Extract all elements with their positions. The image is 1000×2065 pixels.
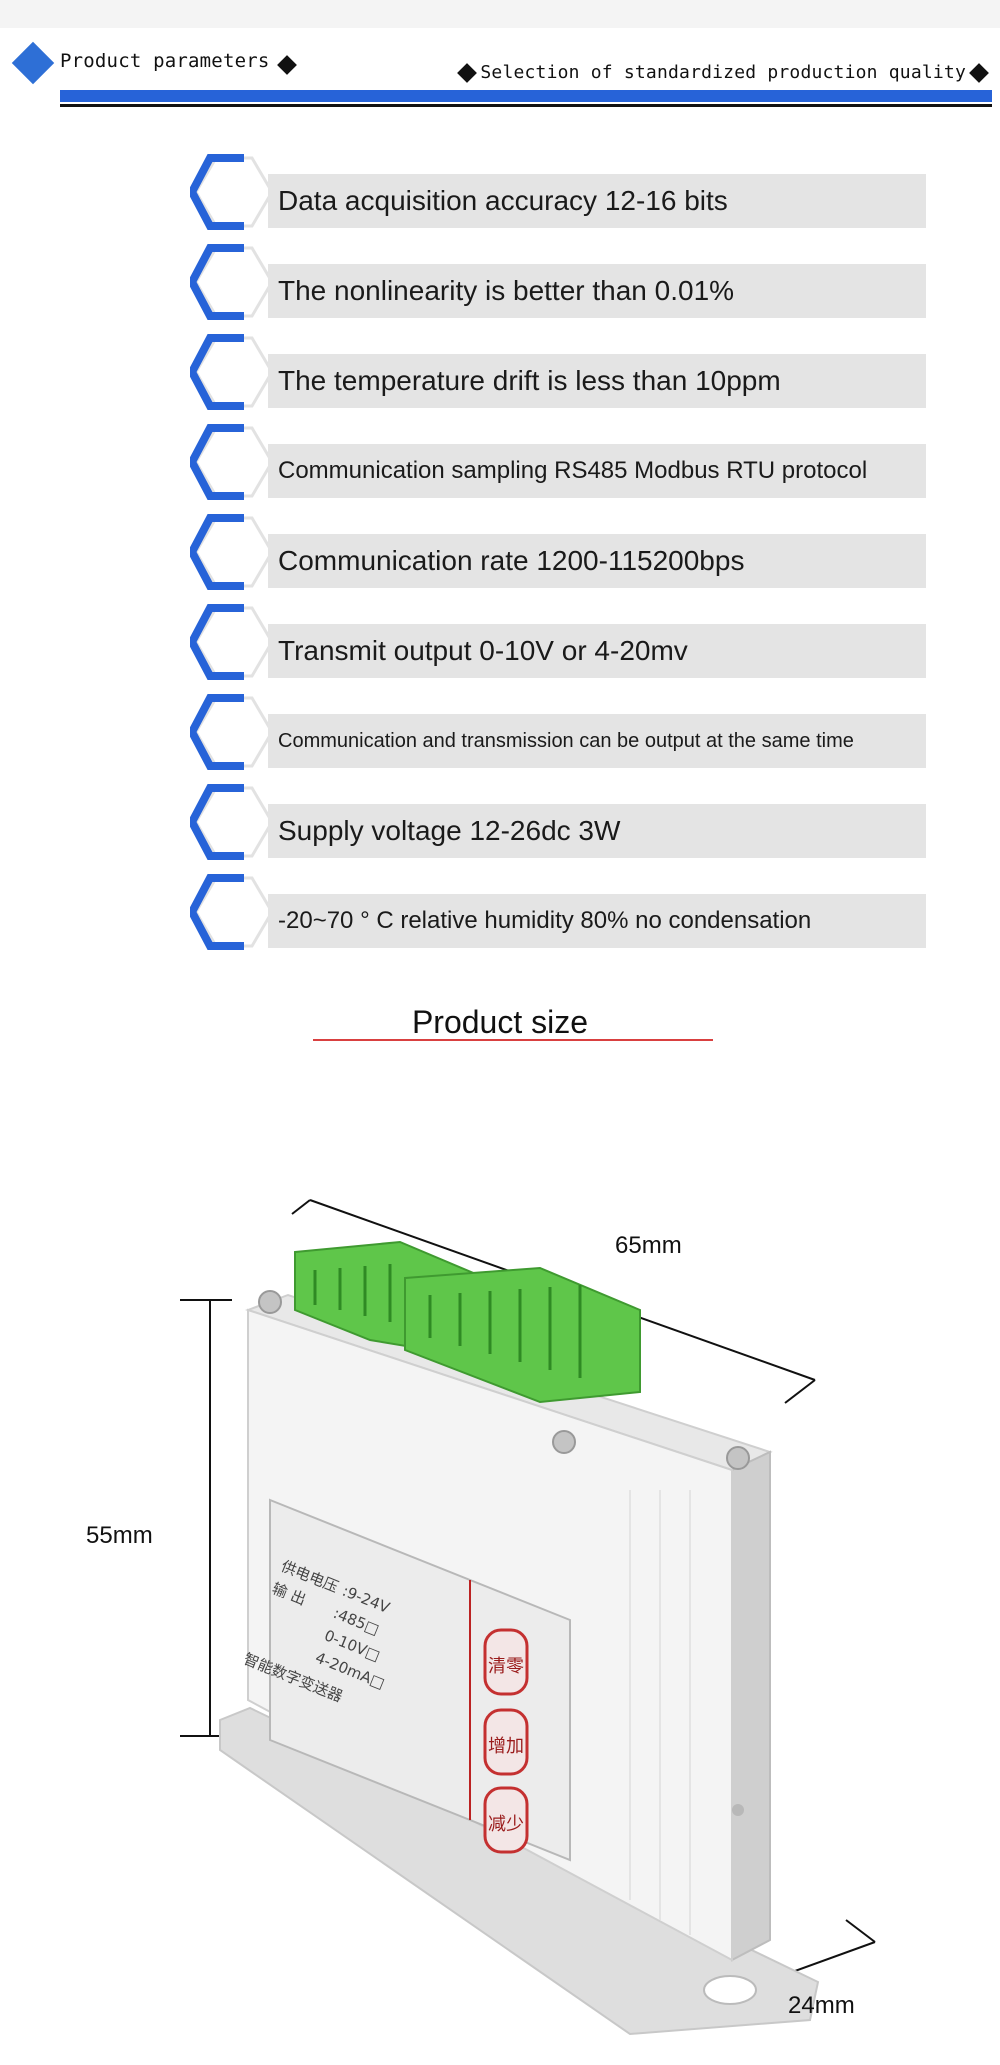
device-button-zero: 清零 [483,1628,529,1696]
height-dimension-label: 55mm [86,1522,153,1549]
black-diamond-icon [276,55,297,75]
parameter-text: Transmit output 0-10V or 4-20mv [278,635,688,666]
transmitter-drawing: 供电电压 :9-24V 输 出 :485□ 0-10V□ 4-20mA□ 智能数… [180,1199,876,2036]
hexagon-bullet-icon [190,424,274,500]
blue-diamond-icon [11,41,55,85]
parameter-bar: Transmit output 0-10V or 4-20mv [268,624,926,678]
parameter-item: Communication and transmission can be ou… [190,692,940,782]
parameter-text: The temperature drift is less than 10ppm [278,365,781,396]
hexagon-bullet-icon [190,694,274,770]
parameter-text: Communication rate 1200-115200bps [278,545,745,576]
parameter-bar: The nonlinearity is better than 0.01% [268,264,926,318]
parameter-bar: Supply voltage 12-26dc 3W [268,804,926,858]
parameter-item: The nonlinearity is better than 0.01% [190,242,940,332]
parameter-item: -20~70 ° C relative humidity 80% no cond… [190,872,940,962]
parameter-bar: The temperature drift is less than 10ppm [268,354,926,408]
parameter-item: Data acquisition accuracy 12-16 bits [190,152,940,242]
parameter-list: Data acquisition accuracy 12-16 bits The… [190,152,940,962]
device-button-add-label: 增加 [488,1736,524,1757]
hexagon-bullet-icon [190,514,274,590]
device-button-add: 增加 [483,1708,529,1776]
parameter-bar: Communication sampling RS485 Modbus RTU … [268,444,926,498]
hexagon-bullet-icon [190,784,274,860]
section-header-right: Selection of standardized production qua… [457,62,989,83]
product-size-title: Product size [411,1004,589,1040]
hexagon-bullet-icon [190,874,274,950]
parameter-bar: Communication and transmission can be ou… [268,714,926,768]
parameter-text: Communication and transmission can be ou… [278,729,854,752]
header-rule-black [60,104,992,107]
parameter-text: -20~70 ° C relative humidity 80% no cond… [278,907,812,934]
product-parameters-heading: Product parameters [60,50,270,72]
black-diamond-icon [457,62,478,83]
parameter-bar: Communication rate 1200-115200bps [268,534,926,588]
device-button-zero-label: 清零 [488,1656,524,1677]
section-header-left: Product parameters [10,41,297,85]
product-illustration: 供电电压 :9-24V 输 出 :485□ 0-10V□ 4-20mA□ 智能数… [70,1160,950,2060]
hexagon-bullet-icon [190,334,274,410]
device-button-sub-label: 减少 [488,1814,524,1835]
title-underline [313,1039,713,1041]
hexagon-bullet-icon [190,604,274,680]
parameter-bar: Data acquisition accuracy 12-16 bits [268,174,926,228]
parameter-text: Data acquisition accuracy 12-16 bits [278,185,728,216]
width-dimension-label: 65mm [615,1232,682,1259]
parameter-bar: -20~70 ° C relative humidity 80% no cond… [268,894,926,948]
quality-slogan: Selection of standardized production qua… [480,62,966,83]
parameter-item: Communication sampling RS485 Modbus RTU … [190,422,940,512]
parameter-item: Communication rate 1200-115200bps [190,512,940,602]
depth-dimension-label: 24mm [788,1992,855,2019]
parameter-text: Supply voltage 12-26dc 3W [278,815,621,846]
parameter-item: The temperature drift is less than 10ppm [190,332,940,422]
device-button-sub: 减少 [483,1786,529,1854]
black-diamond-icon [969,62,989,83]
parameter-text: The nonlinearity is better than 0.01% [278,275,735,306]
parameter-item: Supply voltage 12-26dc 3W [190,782,940,872]
parameter-text: Communication sampling RS485 Modbus RTU … [278,457,868,484]
parameter-item: Transmit output 0-10V or 4-20mv [190,602,940,692]
hexagon-bullet-icon [190,154,274,230]
top-band [0,0,1000,28]
header-rule-blue [60,90,992,102]
hexagon-bullet-icon [190,244,274,320]
